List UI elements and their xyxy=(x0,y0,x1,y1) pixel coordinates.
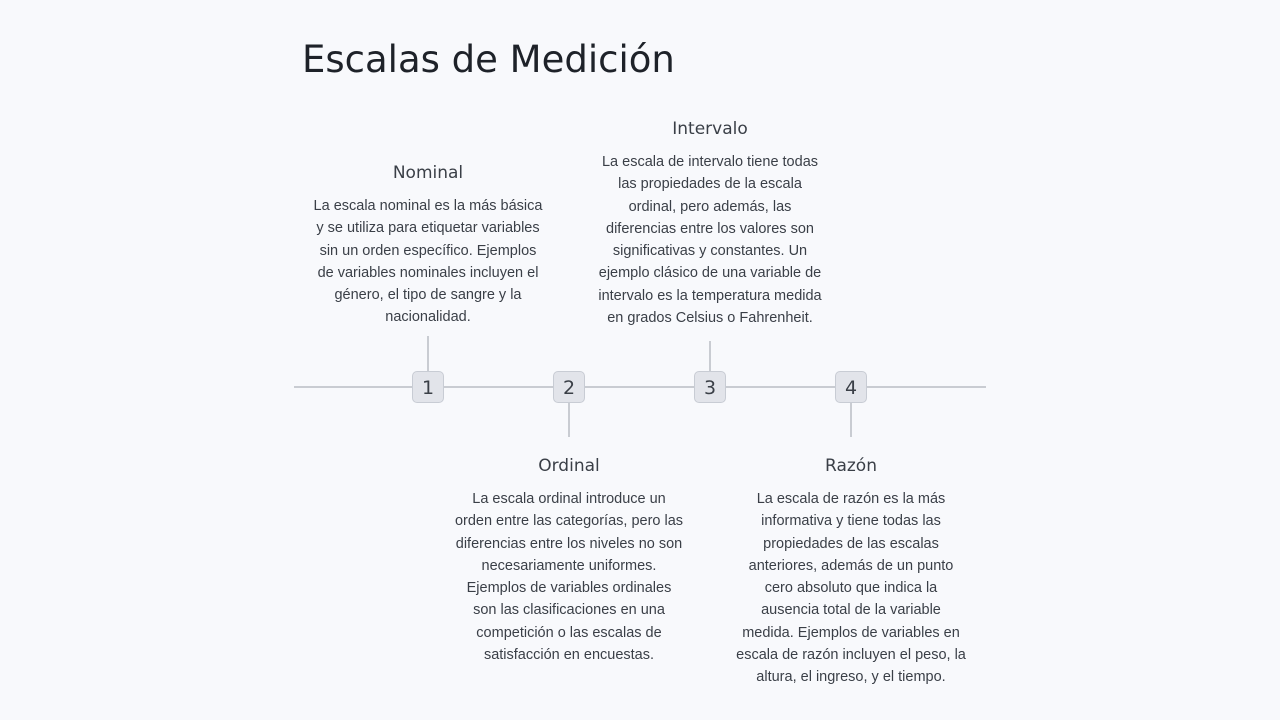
step-heading: Ordinal xyxy=(538,456,600,476)
step-card-razon: Razón La escala de razón es la más infor… xyxy=(736,454,966,689)
step-description: La escala ordinal introduce un orden ent… xyxy=(454,491,684,664)
timeline-connector-2 xyxy=(568,402,570,437)
timeline-connector-1 xyxy=(427,336,429,372)
page-title: Escalas de Medición xyxy=(302,38,675,81)
timeline-connector-4 xyxy=(850,402,852,437)
step-description: La escala nominal es la más básica y se … xyxy=(313,198,543,326)
timeline-connector-3 xyxy=(709,341,711,372)
timeline-node-1[interactable]: 1 xyxy=(412,371,444,403)
step-heading: Nominal xyxy=(392,163,464,183)
timeline-node-3[interactable]: 3 xyxy=(694,371,726,403)
step-heading: Razón xyxy=(825,456,877,476)
step-heading: Intervalo xyxy=(672,119,748,139)
step-card-nominal: Nominal La escala nominal es la más bási… xyxy=(313,161,543,329)
step-description: La escala de razón es la más informativa… xyxy=(736,491,966,686)
step-card-intervalo: Intervalo La escala de intervalo tiene t… xyxy=(595,117,825,329)
timeline-node-4[interactable]: 4 xyxy=(835,371,867,403)
step-card-ordinal: Ordinal La escala ordinal introduce un o… xyxy=(454,454,684,666)
step-description: La escala de intervalo tiene todas las p… xyxy=(598,154,822,327)
timeline-node-2[interactable]: 2 xyxy=(553,371,585,403)
timeline-axis xyxy=(294,386,986,388)
